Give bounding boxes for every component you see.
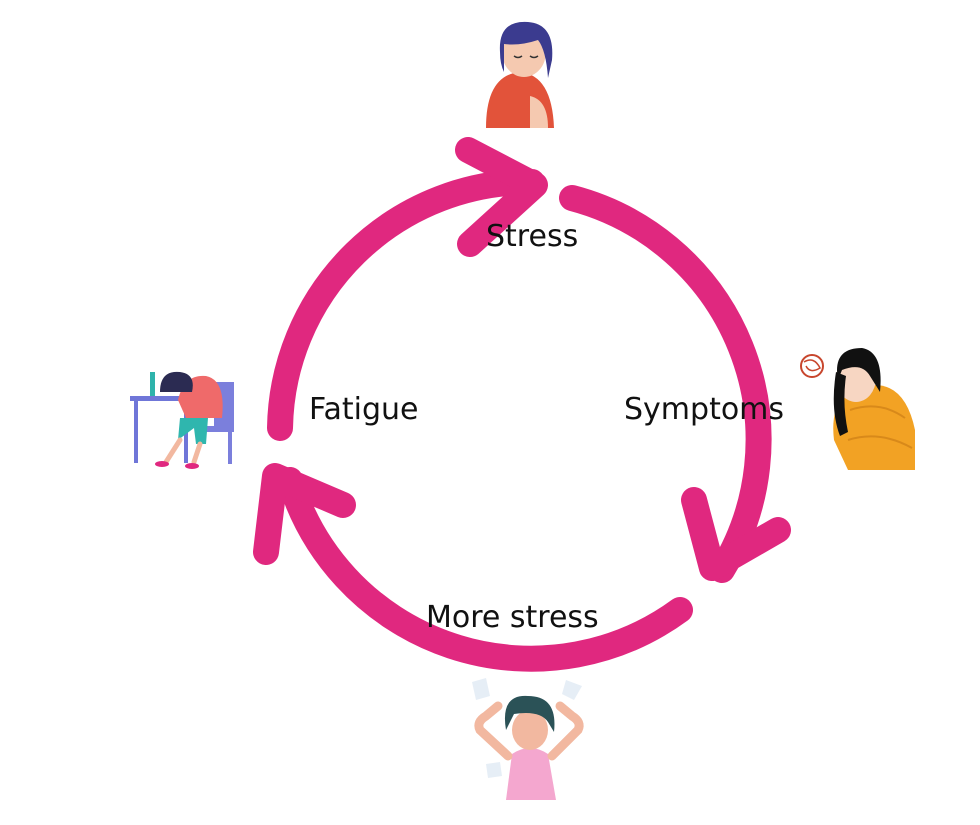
arrow-more-stress-to-fatigue (277, 467, 693, 672)
woman-stomach-pain-icon (800, 348, 915, 470)
arrowhead-fatigue (253, 463, 356, 565)
stage-label-more-stress: More stress (426, 600, 599, 635)
arrow-stress-to-symptoms (559, 185, 772, 583)
woman-pulling-hair-icon (472, 678, 584, 800)
stage-label-fatigue: Fatigue (309, 392, 419, 427)
stage-label-symptoms: Symptoms (624, 392, 785, 427)
worried-woman-icon (486, 21, 554, 128)
exhausted-woman-at-desk-icon (130, 371, 234, 469)
arrowhead-symptoms (681, 487, 791, 581)
arrowhead-stress (455, 137, 548, 257)
arrow-fatigue-to-stress (267, 168, 545, 441)
stage-label-stress: Stress (486, 219, 579, 254)
